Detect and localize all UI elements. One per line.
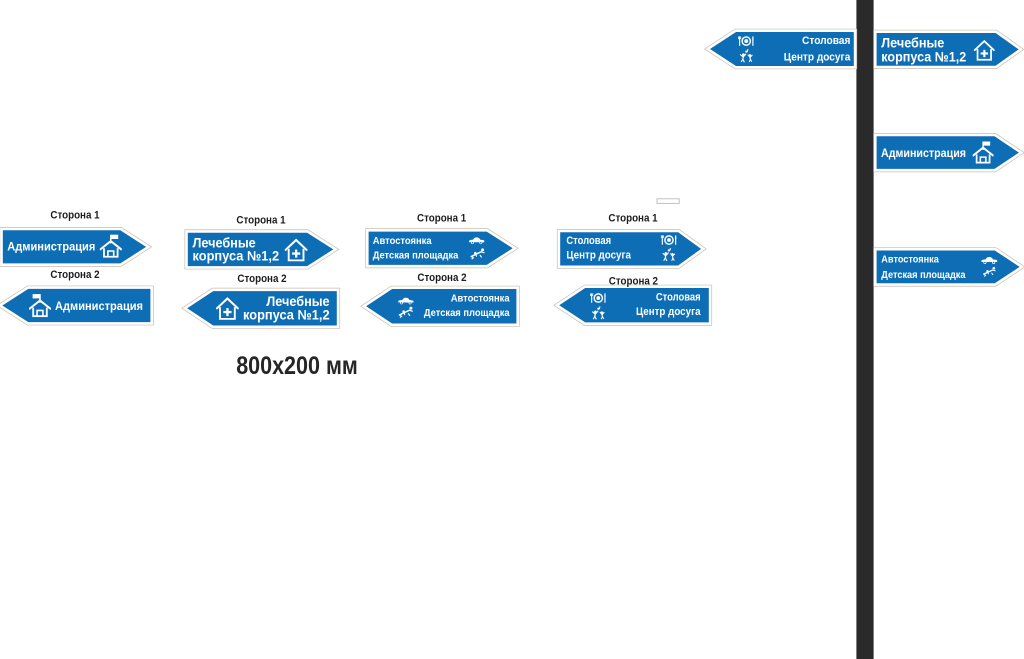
svg-text:Сторона 2: Сторона 2: [417, 272, 466, 284]
svg-text:Сторона 1: Сторона 1: [417, 212, 466, 224]
svg-text:Сторона 2: Сторона 2: [237, 273, 286, 285]
svg-text:Детская площадка: Детская площадка: [881, 270, 966, 281]
svg-text:800x200 мм: 800x200 мм: [236, 352, 358, 380]
svg-text:Лечебные: Лечебные: [881, 36, 944, 51]
svg-text:Детская площадка: Детская площадка: [424, 308, 510, 319]
svg-text:Центр досуга: Центр досуга: [566, 250, 631, 262]
svg-text:Автостоянка: Автостоянка: [451, 294, 510, 305]
svg-text:Столовая: Столовая: [802, 35, 850, 47]
svg-text:Столовая: Столовая: [656, 291, 701, 303]
svg-text:Администрация: Администрация: [7, 240, 95, 254]
svg-text:Лечебные: Лечебные: [193, 236, 257, 251]
svg-text:Сторона 1: Сторона 1: [236, 214, 285, 226]
svg-text:Сторона 1: Сторона 1: [50, 210, 99, 222]
svg-text:Сторона 2: Сторона 2: [50, 269, 99, 281]
svg-text:Сторона 1: Сторона 1: [608, 212, 657, 224]
svg-text:Администрация: Администрация: [55, 299, 143, 313]
svg-text:Автостоянка: Автостоянка: [373, 236, 432, 247]
svg-text:корпуса №1,2: корпуса №1,2: [243, 307, 330, 322]
svg-text:Детская площадка: Детская площадка: [373, 250, 459, 261]
svg-text:Администрация: Администрация: [881, 147, 966, 160]
svg-text:корпуса №1,2: корпуса №1,2: [193, 249, 280, 264]
svg-text:Лечебные: Лечебные: [266, 294, 330, 309]
svg-text:Автостоянка: Автостоянка: [881, 255, 939, 266]
svg-text:Центр досуга: Центр досуга: [636, 306, 701, 318]
svg-text:корпуса №1,2: корпуса №1,2: [881, 49, 966, 64]
svg-text:Столовая: Столовая: [566, 235, 611, 247]
svg-text:Сторона 2: Сторона 2: [609, 276, 658, 288]
svg-text:Центр досуга: Центр досуга: [784, 52, 852, 64]
